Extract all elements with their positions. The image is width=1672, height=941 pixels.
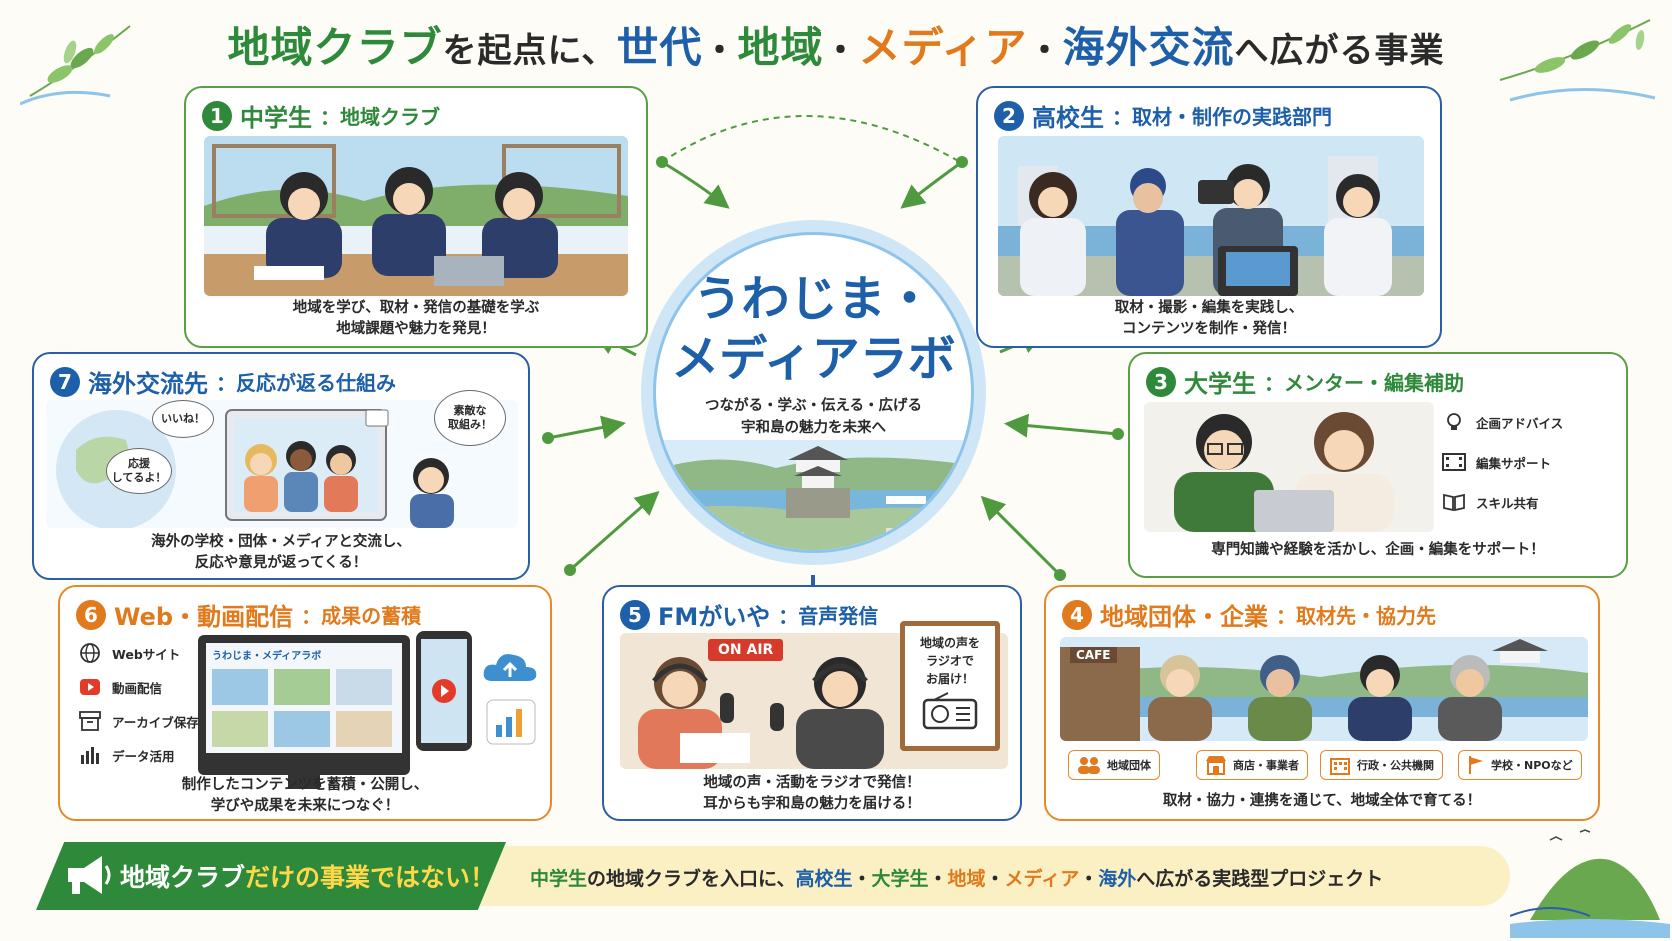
shop-icon [1206, 756, 1226, 775]
globe-icon [78, 641, 102, 665]
message-board: 地域の声を ラジオで お届け！ [900, 621, 1000, 751]
panel-title: Web・動画配信 [114, 603, 294, 631]
panel-description: 地域を学び、取材・発信の基礎を学ぶ 地域課題や魅力を発見！ [292, 300, 540, 337]
feature-edit-support: 編集サポート [1442, 450, 1551, 474]
panel-header: 1 中学生 ：地域クラブ [202, 98, 440, 133]
panel-fm-radio: 5 FMがいや ：音声発信 ON AIR 地域の声を ラジオで お届け！ 地域の… [602, 585, 1022, 821]
banner-summary-text: 中学生の地域クラブを入口に、高校生・大学生・地域・メディア・海外へ広がる実践型プ… [530, 868, 1384, 890]
center-hub: うわじま・ メディアラボ つながる・学ぶ・伝える・広げる 宇和島の魅力を未来へ [653, 232, 974, 553]
book-icon [1442, 490, 1466, 514]
panel-subtitle: ：メンター・編集補助 [1264, 371, 1464, 395]
panel-title: 高校生 [1032, 104, 1104, 132]
video-play-icon [78, 675, 102, 699]
panel-description: 地域の声・活動をラジオで発信！ 耳からも宇和島の魅力を届ける！ [703, 775, 921, 812]
feature-video: 動画配信 [78, 675, 162, 699]
panel-subtitle: ：取材・制作の実践部門 [1112, 105, 1332, 129]
panel-description: 取材・撮影・編集を実践し、 コンテンツを制作・発信！ [1114, 300, 1304, 337]
island-bridge-illustration [1510, 829, 1670, 938]
panel-web-video: 6 Web・動画配信 ：成果の蓄積 Webサイト 動画配信 アーカイブ保存 デー… [58, 585, 552, 821]
archive-box-icon [78, 709, 102, 733]
feature-plan-advice: 企画アドバイス [1442, 410, 1563, 434]
panel-title: FMがいや [658, 603, 771, 631]
panel-description: 専門知識や経験を活かし、企画・編集をサポート！ [1211, 542, 1545, 558]
building-icon [1330, 758, 1350, 775]
panel-title: 地域団体・企業 [1100, 603, 1268, 631]
panel-number: 3 [1146, 366, 1176, 397]
play-icon [432, 679, 456, 703]
panel-subtitle: ：音声発信 [778, 604, 879, 628]
chip-local-groups: 地域団体 [1068, 750, 1160, 780]
panel-title: 海外交流先 [88, 370, 208, 398]
panel-header: 4 地域団体・企業 ：取材先・協力先 [1062, 597, 1436, 632]
panel-title: 大学生 [1184, 370, 1256, 398]
reaction-bubble-like: いいね！ [152, 400, 214, 438]
reaction-bubble-nice: 素敵な 取組み！ [434, 390, 506, 446]
banner-callout-text: 地域クラブだけの事業ではない！ [120, 863, 496, 892]
panel-junior-high-club: 1 中学生 ：地域クラブ 地域を学び、取材・発信の基礎を学ぶ 地域課題や魅力を発… [184, 86, 648, 348]
reaction-bubble-cheer: 応援 してるよ！ [106, 448, 172, 494]
panel-title: 中学生 [240, 104, 312, 132]
panel-description: 取材・協力・連携を通じて、地域全体で育てる！ [1162, 793, 1482, 809]
flag-icon [1469, 756, 1483, 774]
panel-subtitle: ：取材先・協力先 [1276, 604, 1436, 628]
page-title: 地域クラブを起点に、世代・地域・メディア・海外交流へ広がる事業 [227, 23, 1445, 72]
cafe-sign: CAFE [1070, 647, 1117, 663]
feature-data: データ活用 [78, 743, 175, 767]
center-subtitle: つながる・学ぶ・伝える・広げる 宇和島の魅力を未来へ [704, 398, 923, 436]
panel-header: 3 大学生 ：メンター・編集補助 [1146, 364, 1464, 399]
panel-local-organizations: 4 地域団体・企業 ：取材先・協力先 CAFE 取材・協力・連携を通じて、地域全… [1044, 585, 1600, 821]
feature-website: Webサイト [78, 641, 180, 665]
panel-subtitle: ：反応が返る仕組み [216, 371, 396, 395]
leaf-decoration-left-icon [20, 25, 131, 106]
panel-header: 6 Web・動画配信 ：成果の蓄積 [76, 597, 421, 632]
panel-number: 2 [994, 100, 1024, 131]
chip-government: 行政・公共機関 [1320, 750, 1443, 780]
leaf-decoration-right-icon [1499, 19, 1656, 102]
banner-callout [36, 842, 506, 910]
panel-number: 4 [1062, 599, 1092, 630]
panel-subtitle: ：成果の蓄積 [301, 604, 422, 628]
radio-icon [922, 692, 978, 730]
cloud-upload-icon [483, 654, 537, 681]
interview-illustration [998, 136, 1424, 296]
panel-number: 5 [620, 599, 650, 630]
panel-number: 7 [50, 366, 80, 397]
feature-skill-share: スキル共有 [1442, 490, 1539, 514]
panel-header: 5 FMがいや ：音声発信 [620, 597, 878, 632]
castle-town-illustration [656, 440, 971, 550]
panel-description: 海外の学校・団体・メディアと交流し、 反応や意見が返ってくる！ [151, 534, 411, 571]
panel-header: 2 高校生 ：取材・制作の実践部門 [994, 98, 1332, 133]
megaphone-icon [68, 856, 111, 894]
panel-header: 7 海外交流先 ：反応が返る仕組み [50, 364, 396, 399]
growth-chart-icon [486, 699, 536, 745]
local-partners-illustration [1060, 637, 1588, 741]
panel-university-mentor: 3 大学生 ：メンター・編集補助 企画アドバイス 編集サポート スキル共有 専門… [1128, 352, 1628, 578]
center-title: うわじま・ メディアラボ [671, 271, 956, 387]
smartphone-mockup [416, 631, 472, 751]
monitor-mockup: うわじま・メディアラボ [198, 635, 410, 789]
mentor-illustration [1144, 402, 1434, 532]
panel-overseas-exchange: 7 海外交流先 ：反応が返る仕組み いいね！ 応援 してるよ！ 素敵な 取組み！… [32, 352, 530, 580]
panel-high-school-media: 2 高校生 ：取材・制作の実践部門 取材・撮影・編集を実践し、 コンテンツを制作… [976, 86, 1442, 348]
film-icon [1442, 450, 1466, 474]
classroom-illustration [204, 136, 628, 296]
panel-description: 制作したコンテンツを蓄積・公開し、 学びや成果を未来につなぐ！ [181, 777, 429, 814]
bar-chart-icon [78, 743, 102, 767]
lightbulb-icon [1442, 410, 1466, 434]
people-group-icon [1078, 757, 1100, 774]
site-header-text: うわじま・メディアラボ [212, 651, 322, 662]
feature-archive: アーカイブ保存 [78, 709, 199, 733]
panel-number: 6 [76, 599, 106, 630]
panel-subtitle: ：地域クラブ [320, 105, 440, 129]
chip-schools-npo: 学校・NPOなど [1458, 750, 1582, 780]
banner-summary-background [470, 846, 1510, 906]
on-air-sign: ON AIR [708, 639, 784, 661]
panel-number: 1 [202, 100, 232, 131]
chip-shops: 商店・事業者 [1196, 750, 1308, 780]
